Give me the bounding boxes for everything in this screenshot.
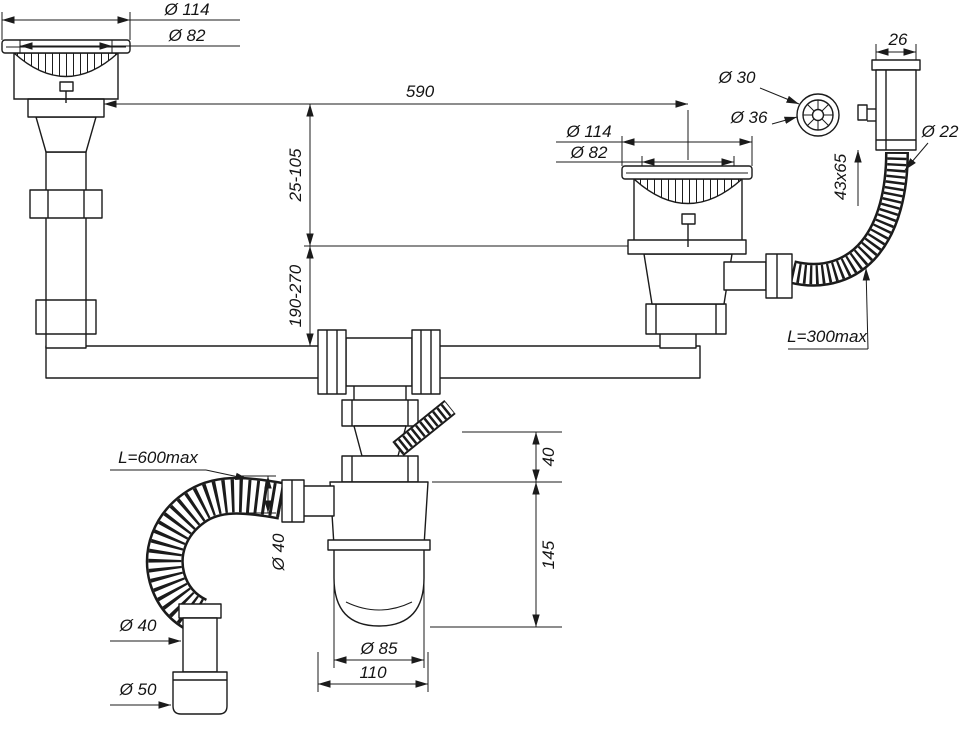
dim-outlet-tube-dia: Ø 40 xyxy=(119,616,157,635)
overflow-rosette-icon xyxy=(796,93,840,137)
dim-lower-height-range: 190-270 xyxy=(286,264,305,327)
outlet-tailpiece xyxy=(172,603,228,715)
dim-upper-height-range: 25-105 xyxy=(286,148,305,202)
dim-outlet-hose-length: L=600max xyxy=(118,448,198,467)
overflow-corrugated-hose xyxy=(789,151,909,287)
overflow-screw-icon xyxy=(857,104,868,121)
tee-fitting xyxy=(317,329,441,457)
dim-right-strainer-outer-dia: Ø 114 xyxy=(565,122,611,141)
dim-outlet-hose-dia: Ø 40 xyxy=(269,533,288,571)
overflow-assembly xyxy=(796,59,921,151)
dim-center-distance: 590 xyxy=(406,82,435,101)
dimensions: Ø 114 Ø 82 590 25-105 190-270 Ø 114 Ø 82… xyxy=(1,0,959,709)
dim-right-strainer-inner-dia: Ø 82 xyxy=(570,143,608,162)
dim-left-strainer-outer-dia: Ø 114 xyxy=(163,0,209,19)
dim-trap-cup-dia: Ø 85 xyxy=(360,639,398,658)
dim-left-strainer-inner-dia: Ø 82 xyxy=(168,26,206,45)
dim-outlet-cuff-dia: Ø 50 xyxy=(119,680,157,699)
left-strainer xyxy=(1,39,131,349)
dim-overflow-hose-length: L=300max xyxy=(787,327,867,346)
dim-trap-height: 145 xyxy=(539,540,558,569)
dim-overflow-body-width: 26 xyxy=(888,30,908,49)
dim-overflow-body-size: 43x65 xyxy=(831,153,850,200)
drain-corrugated-hose xyxy=(145,476,286,634)
dim-overflow-cap-dia: Ø 30 xyxy=(718,68,756,87)
bottle-trap xyxy=(281,479,431,627)
dim-overflow-ring-dia: Ø 36 xyxy=(730,108,768,127)
dishwasher-spigot xyxy=(392,399,456,457)
dim-trap-inlet-offset: 40 xyxy=(539,447,558,466)
tee-lower-nut xyxy=(341,455,419,483)
dim-overflow-hose-dia: Ø 22 xyxy=(921,122,959,141)
right-strainer xyxy=(621,165,793,349)
dim-trap-width: 110 xyxy=(359,663,387,682)
